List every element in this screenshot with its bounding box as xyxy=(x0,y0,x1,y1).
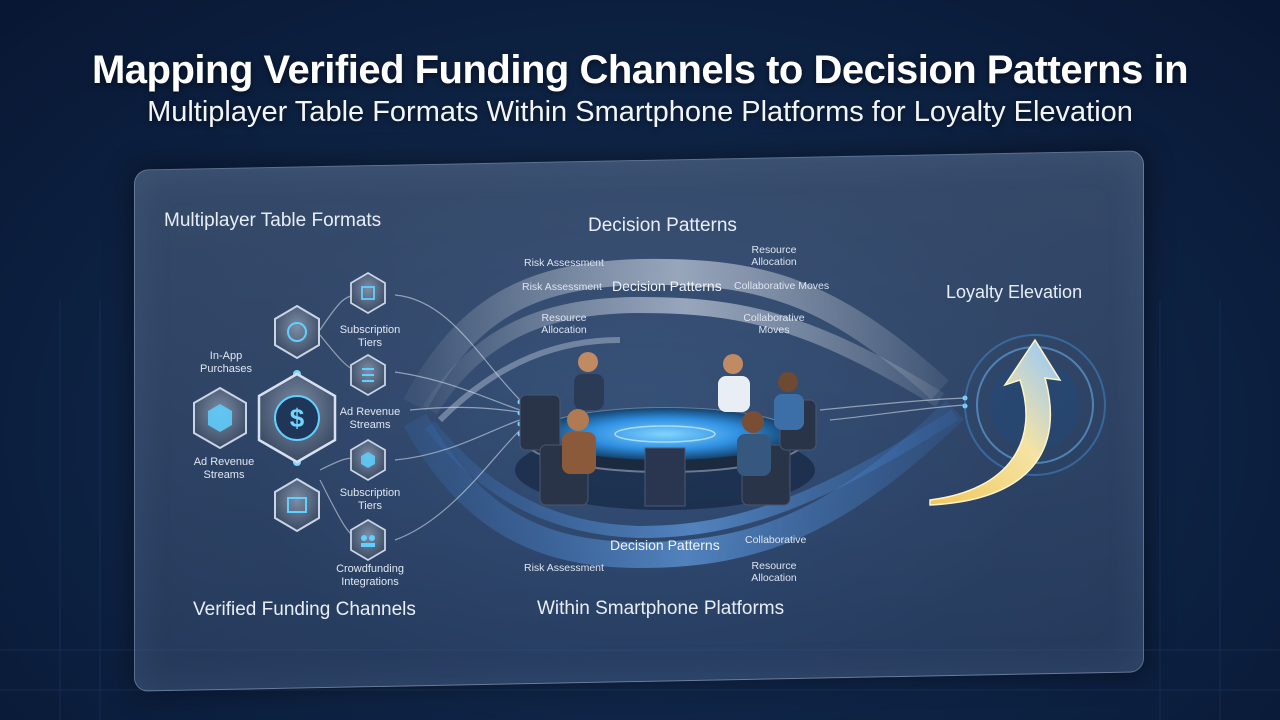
label-resource-allocation-bottom: Resource Allocation xyxy=(751,560,797,584)
hex-top-left xyxy=(274,304,320,360)
background-grid xyxy=(0,300,1280,720)
hex-crowdfunding xyxy=(350,518,386,562)
player-5 xyxy=(737,411,771,476)
tier-icon xyxy=(361,452,375,468)
label-subscription-bottom: Subscription Tiers xyxy=(339,487,401,512)
target-icon xyxy=(287,322,307,342)
label-collaborative-moves-outer: Collaborative Moves xyxy=(734,280,830,292)
card-icon xyxy=(287,497,307,513)
label-in-app-purchases: In-App Purchases xyxy=(200,350,252,375)
bottom-decision-ribbons xyxy=(403,400,964,569)
section-decision-patterns: Decision Patterns xyxy=(588,215,737,236)
hex-subscription-top xyxy=(350,271,386,315)
label-ad-revenue-left: Ad Revenue Streams xyxy=(193,456,255,481)
ad-icon xyxy=(362,368,374,382)
hex-ad-revenue-mid xyxy=(350,353,386,397)
page-subtitle: Multiplayer Table Formats Within Smartph… xyxy=(147,96,1133,128)
label-decision-patterns-bottom: Decision Patterns xyxy=(610,537,720,553)
label-resource-allocation-inner: Resource Allocation xyxy=(541,312,587,336)
label-crowdfunding: Crowdfunding Integrations xyxy=(336,563,404,588)
loyalty-arrow xyxy=(929,334,1106,506)
section-smartphone-platforms: Within Smartphone Platforms xyxy=(537,598,785,619)
page-title: Mapping Verified Funding Channels to Dec… xyxy=(91,48,1189,92)
section-loyalty-elevation: Loyalty Elevation xyxy=(946,282,1083,302)
shield-icon xyxy=(208,404,232,432)
hex-in-app xyxy=(193,386,247,450)
hex-subscription-bottom xyxy=(350,438,386,482)
label-ad-revenue-mid: Ad Revenue Streams xyxy=(339,406,401,431)
player-3 xyxy=(774,372,804,430)
hex-bottom-left xyxy=(274,477,320,533)
player-avatars xyxy=(519,352,817,506)
section-multiplayer-table-formats: Multiplayer Table Formats xyxy=(164,210,382,231)
crowd-icon xyxy=(361,535,367,541)
player-1 xyxy=(574,352,604,410)
section-verified-funding-channels: Verified Funding Channels xyxy=(193,599,416,620)
player-4 xyxy=(562,409,596,474)
label-resource-allocation-outer: Resource Allocation xyxy=(751,244,797,268)
subscription-icon xyxy=(361,286,375,300)
label-collaborative-bottom: Collaborative xyxy=(745,534,807,546)
label-subscription-top: Subscription Tiers xyxy=(339,324,401,349)
label-risk-assessment-inner: Risk Assessment xyxy=(522,281,602,293)
label-risk-assessment-outer: Risk Assessment xyxy=(524,257,604,269)
top-decision-ribbons xyxy=(403,258,949,423)
label-collaborative-moves-inner: Collaborative Moves xyxy=(743,312,805,336)
dollar-icon: $ xyxy=(290,403,305,433)
player-2 xyxy=(718,354,750,412)
funding-connectors xyxy=(319,294,966,541)
label-decision-patterns-top: Decision Patterns xyxy=(612,278,722,294)
arrow-up-icon xyxy=(929,338,1062,506)
hex-center: $ xyxy=(257,372,337,464)
label-risk-assessment-bottom: Risk Assessment xyxy=(524,562,604,574)
